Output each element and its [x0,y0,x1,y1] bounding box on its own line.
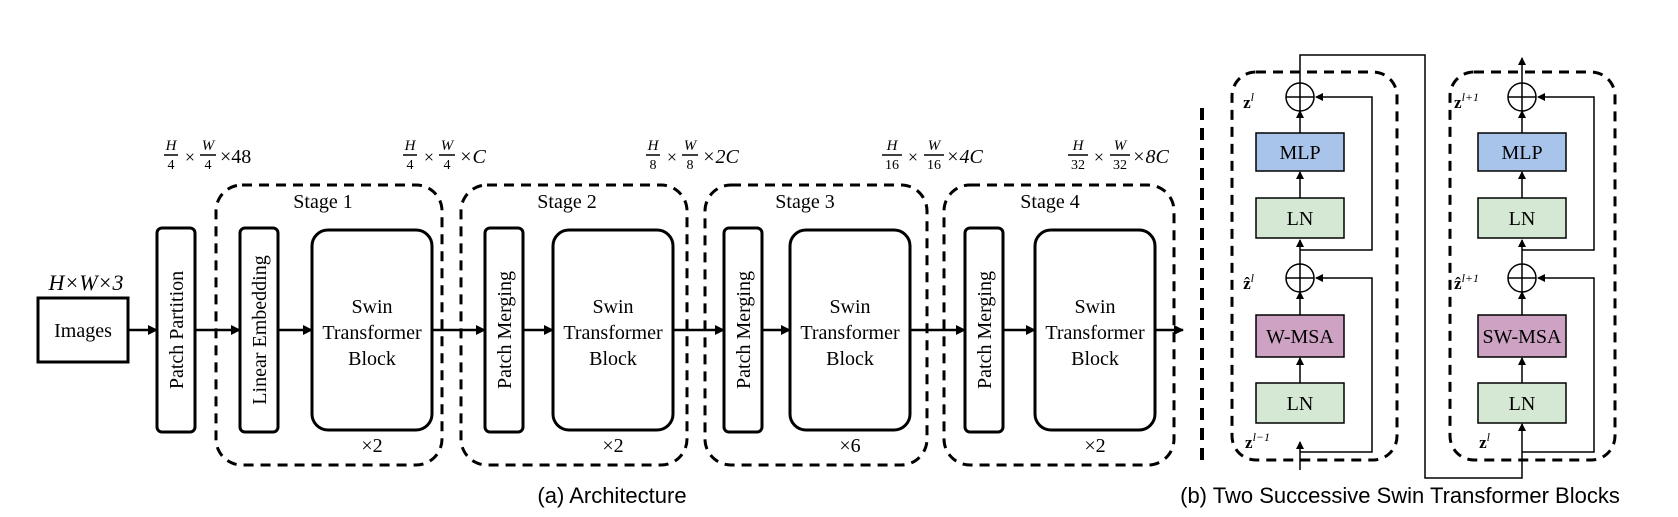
swin-block-2-line2: Transformer [563,322,663,344]
images-label: Images [54,320,112,342]
patch-merging-label-2: Patch Merging [494,271,516,389]
svg-text:×48: ×48 [220,146,251,168]
swin-block-1-line3: Block [348,348,396,370]
svg-text:×4C: ×4C [946,146,983,168]
svg-text:8: 8 [687,158,694,173]
swin-block-3-line3: Block [826,348,874,370]
block-a-w-msa-label: W-MSA [1266,326,1334,348]
block-b-ln-bottom-label: LN [1509,393,1536,415]
block-b-mlp [1477,132,1567,172]
swin-block-1-line1: Swin [351,296,392,318]
svg-text:×: × [908,147,918,167]
stage-2-frame [459,183,689,467]
block-a-frame [1230,70,1399,462]
svg-text:H: H [404,138,417,154]
block-a-w-msa [1255,314,1345,358]
stage-4-title: Stage 4 [1020,191,1079,213]
swin-block-a: LN W-MSA LN MLP zl ẑl zl−1 [1230,70,1399,470]
block-b-sw-msa-label: SW-MSA [1483,326,1562,348]
svg-text:H: H [165,138,178,154]
patch-partition-label: Patch Partition [166,271,188,389]
swin-block-b: LN SW-MSA LN MLP zl+1 ẑl+1 zl [1448,57,1617,462]
block-b-out-label: zl+1 [1454,90,1479,112]
svg-text:16: 16 [927,158,941,173]
block-a-in-label: zl−1 [1245,430,1270,452]
stage-1: Stage 1 Linear Embedding Swin Transforme… [214,183,444,467]
dim-label-stage4-input: H 16 × W 16 ×4C [882,138,983,173]
stage-3-title: Stage 3 [775,191,834,213]
caption-architecture: (a) Architecture [537,483,686,508]
svg-text:W: W [202,138,216,154]
block-b-mid-label: ẑl+1 [1454,271,1479,293]
stage-2-repeat: ×2 [602,435,623,457]
block-a-ln-bottom [1255,382,1345,424]
stage-4: Stage 4 Patch Merging Swin Transformer B… [942,183,1176,467]
svg-text:32: 32 [1113,158,1127,173]
svg-text:H: H [886,138,899,154]
svg-text:8: 8 [650,158,657,173]
patch-merging-label-4: Patch Merging [974,271,996,389]
svg-text:×: × [1094,147,1104,167]
swin-block-3-line2: Transformer [800,322,900,344]
linear-embedding-label: Linear Embedding [249,255,271,404]
block-a-mid-label: ẑl [1243,271,1255,293]
block-a-mlp-label: MLP [1279,142,1320,164]
dim-label-stage1-input: H 4 × W 4 ×48 [164,138,251,173]
connector-block-a-to-block-b [1299,54,1523,479]
stage-3: Stage 3 Patch Merging Swin Transformer B… [703,183,929,467]
block-a-ln-bottom-label: LN [1287,393,1314,415]
svg-text:W: W [928,138,942,154]
dim-label-output: H 32 × W 32 ×8C [1068,138,1169,173]
block-a-ln-top [1255,197,1345,239]
swin-block-3-line1: Swin [829,296,870,318]
input-dims: H×W×3 [48,270,124,295]
swin-block-4-line3: Block [1071,348,1119,370]
svg-text:×: × [667,147,677,167]
images-box [36,296,130,364]
stage-2: Stage 2 Patch Merging Swin Transformer B… [459,183,689,467]
stage-4-repeat: ×2 [1084,435,1105,457]
dim-label-stage3-input: H 8 × W 8 ×2C [646,138,739,173]
block-b-frame [1448,70,1617,462]
svg-text:4: 4 [205,158,212,173]
swin-block-2-line1: Swin [592,296,633,318]
block-b-ln-top-label: LN [1509,208,1536,230]
svg-text:×2C: ×2C [702,146,739,168]
block-b-in-label: zl [1479,430,1491,452]
svg-text:32: 32 [1071,158,1085,173]
caption-swin-blocks: (b) Two Successive Swin Transformer Bloc… [1180,483,1620,508]
stage-1-frame [214,183,444,467]
swin-block-4-line2: Transformer [1045,322,1145,344]
svg-text:16: 16 [885,158,899,173]
swin-block-1-line2: Transformer [322,322,422,344]
swin-block-4-line1: Swin [1074,296,1115,318]
svg-text:W: W [1114,138,1128,154]
block-a-mlp [1255,132,1345,172]
svg-text:H: H [1072,138,1085,154]
stage-1-title: Stage 1 [293,191,352,213]
svg-text:×: × [424,147,434,167]
swin-block-2-line3: Block [589,348,637,370]
block-a-ln-top-label: LN [1287,208,1314,230]
stage-3-repeat: ×6 [839,435,860,457]
svg-text:4: 4 [168,158,175,173]
block-b-mlp-label: MLP [1501,142,1542,164]
svg-text:×: × [185,147,195,167]
patch-merging-label-3: Patch Merging [733,271,755,389]
svg-text:×C: ×C [459,146,486,168]
svg-text:W: W [441,138,455,154]
svg-text:4: 4 [407,158,414,173]
block-a-out-label: zl [1243,90,1255,112]
stage-1-repeat: ×2 [361,435,382,457]
dim-label-stage2-input: H 4 × W 4 ×C [403,138,486,173]
svg-text:H: H [647,138,660,154]
svg-text:W: W [684,138,698,154]
stage-2-title: Stage 2 [537,191,596,213]
block-b-ln-bottom [1477,382,1567,424]
svg-text:4: 4 [444,158,451,173]
stage-3-frame [703,183,929,467]
svg-text:×8C: ×8C [1132,146,1169,168]
